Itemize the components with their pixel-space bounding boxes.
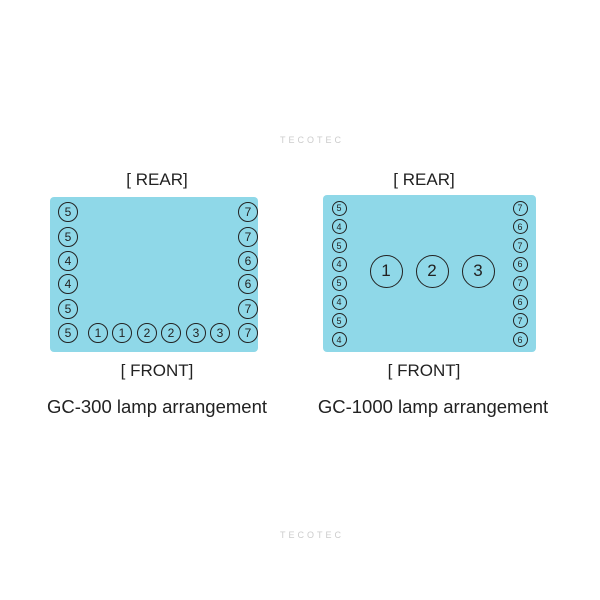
lamp-circle: 4	[58, 251, 78, 271]
lamp-circle: 2	[161, 323, 181, 343]
lamp-circle: 5	[331, 238, 347, 254]
lamp-circle: 6	[512, 332, 528, 348]
lamp-circle: 6	[512, 219, 528, 235]
watermark: TECOTEC	[279, 530, 345, 540]
gc300-rear-label: [ REAR]	[126, 170, 188, 189]
lamp-circle: 5	[331, 313, 347, 329]
lamp-circle: 7	[238, 202, 258, 222]
lamp-circle: 1	[369, 254, 403, 288]
lamp-circle: 5	[331, 200, 347, 216]
lamp-circle: 4	[58, 274, 78, 294]
watermark: TECOTEC	[279, 135, 345, 145]
lamp-circle: 5	[58, 323, 78, 343]
lamp-circle: 1	[112, 323, 132, 343]
lamp-circle: 3	[461, 254, 495, 288]
lamp-circle: 7	[512, 313, 528, 329]
lamp-circle: 7	[238, 323, 258, 343]
lamp-circle: 6	[512, 294, 528, 310]
lamp-circle: 4	[331, 219, 347, 235]
lamp-circle: 3	[210, 323, 230, 343]
lamp-circle: 6	[512, 256, 528, 272]
lamp-circle: 2	[415, 254, 449, 288]
lamp-circle: 2	[137, 323, 157, 343]
gc300-caption: GC-300 lamp arrangement	[46, 396, 268, 417]
lamp-circle: 5	[58, 227, 78, 247]
lamp-circle: 7	[238, 299, 258, 319]
gc300-front-label: [ FRONT]	[120, 361, 194, 380]
gc1000-caption: GC-1000 lamp arrangement	[317, 396, 549, 417]
lamp-circle: 5	[58, 299, 78, 319]
lamp-circle: 4	[331, 294, 347, 310]
lamp-circle: 1	[88, 323, 108, 343]
gc1000-front-label: [ FRONT]	[387, 361, 461, 380]
lamp-circle: 7	[238, 227, 258, 247]
lamp-circle: 6	[238, 274, 258, 294]
lamp-circle: 6	[238, 251, 258, 271]
lamp-circle: 5	[58, 202, 78, 222]
lamp-circle: 4	[331, 332, 347, 348]
lamp-circle: 4	[331, 256, 347, 272]
lamp-circle: 3	[186, 323, 206, 343]
gc1000-rear-label: [ REAR]	[393, 170, 455, 189]
lamp-circle: 5	[331, 275, 347, 291]
lamp-circle: 7	[512, 275, 528, 291]
lamp-circle: 7	[512, 200, 528, 216]
lamp-circle: 7	[512, 238, 528, 254]
